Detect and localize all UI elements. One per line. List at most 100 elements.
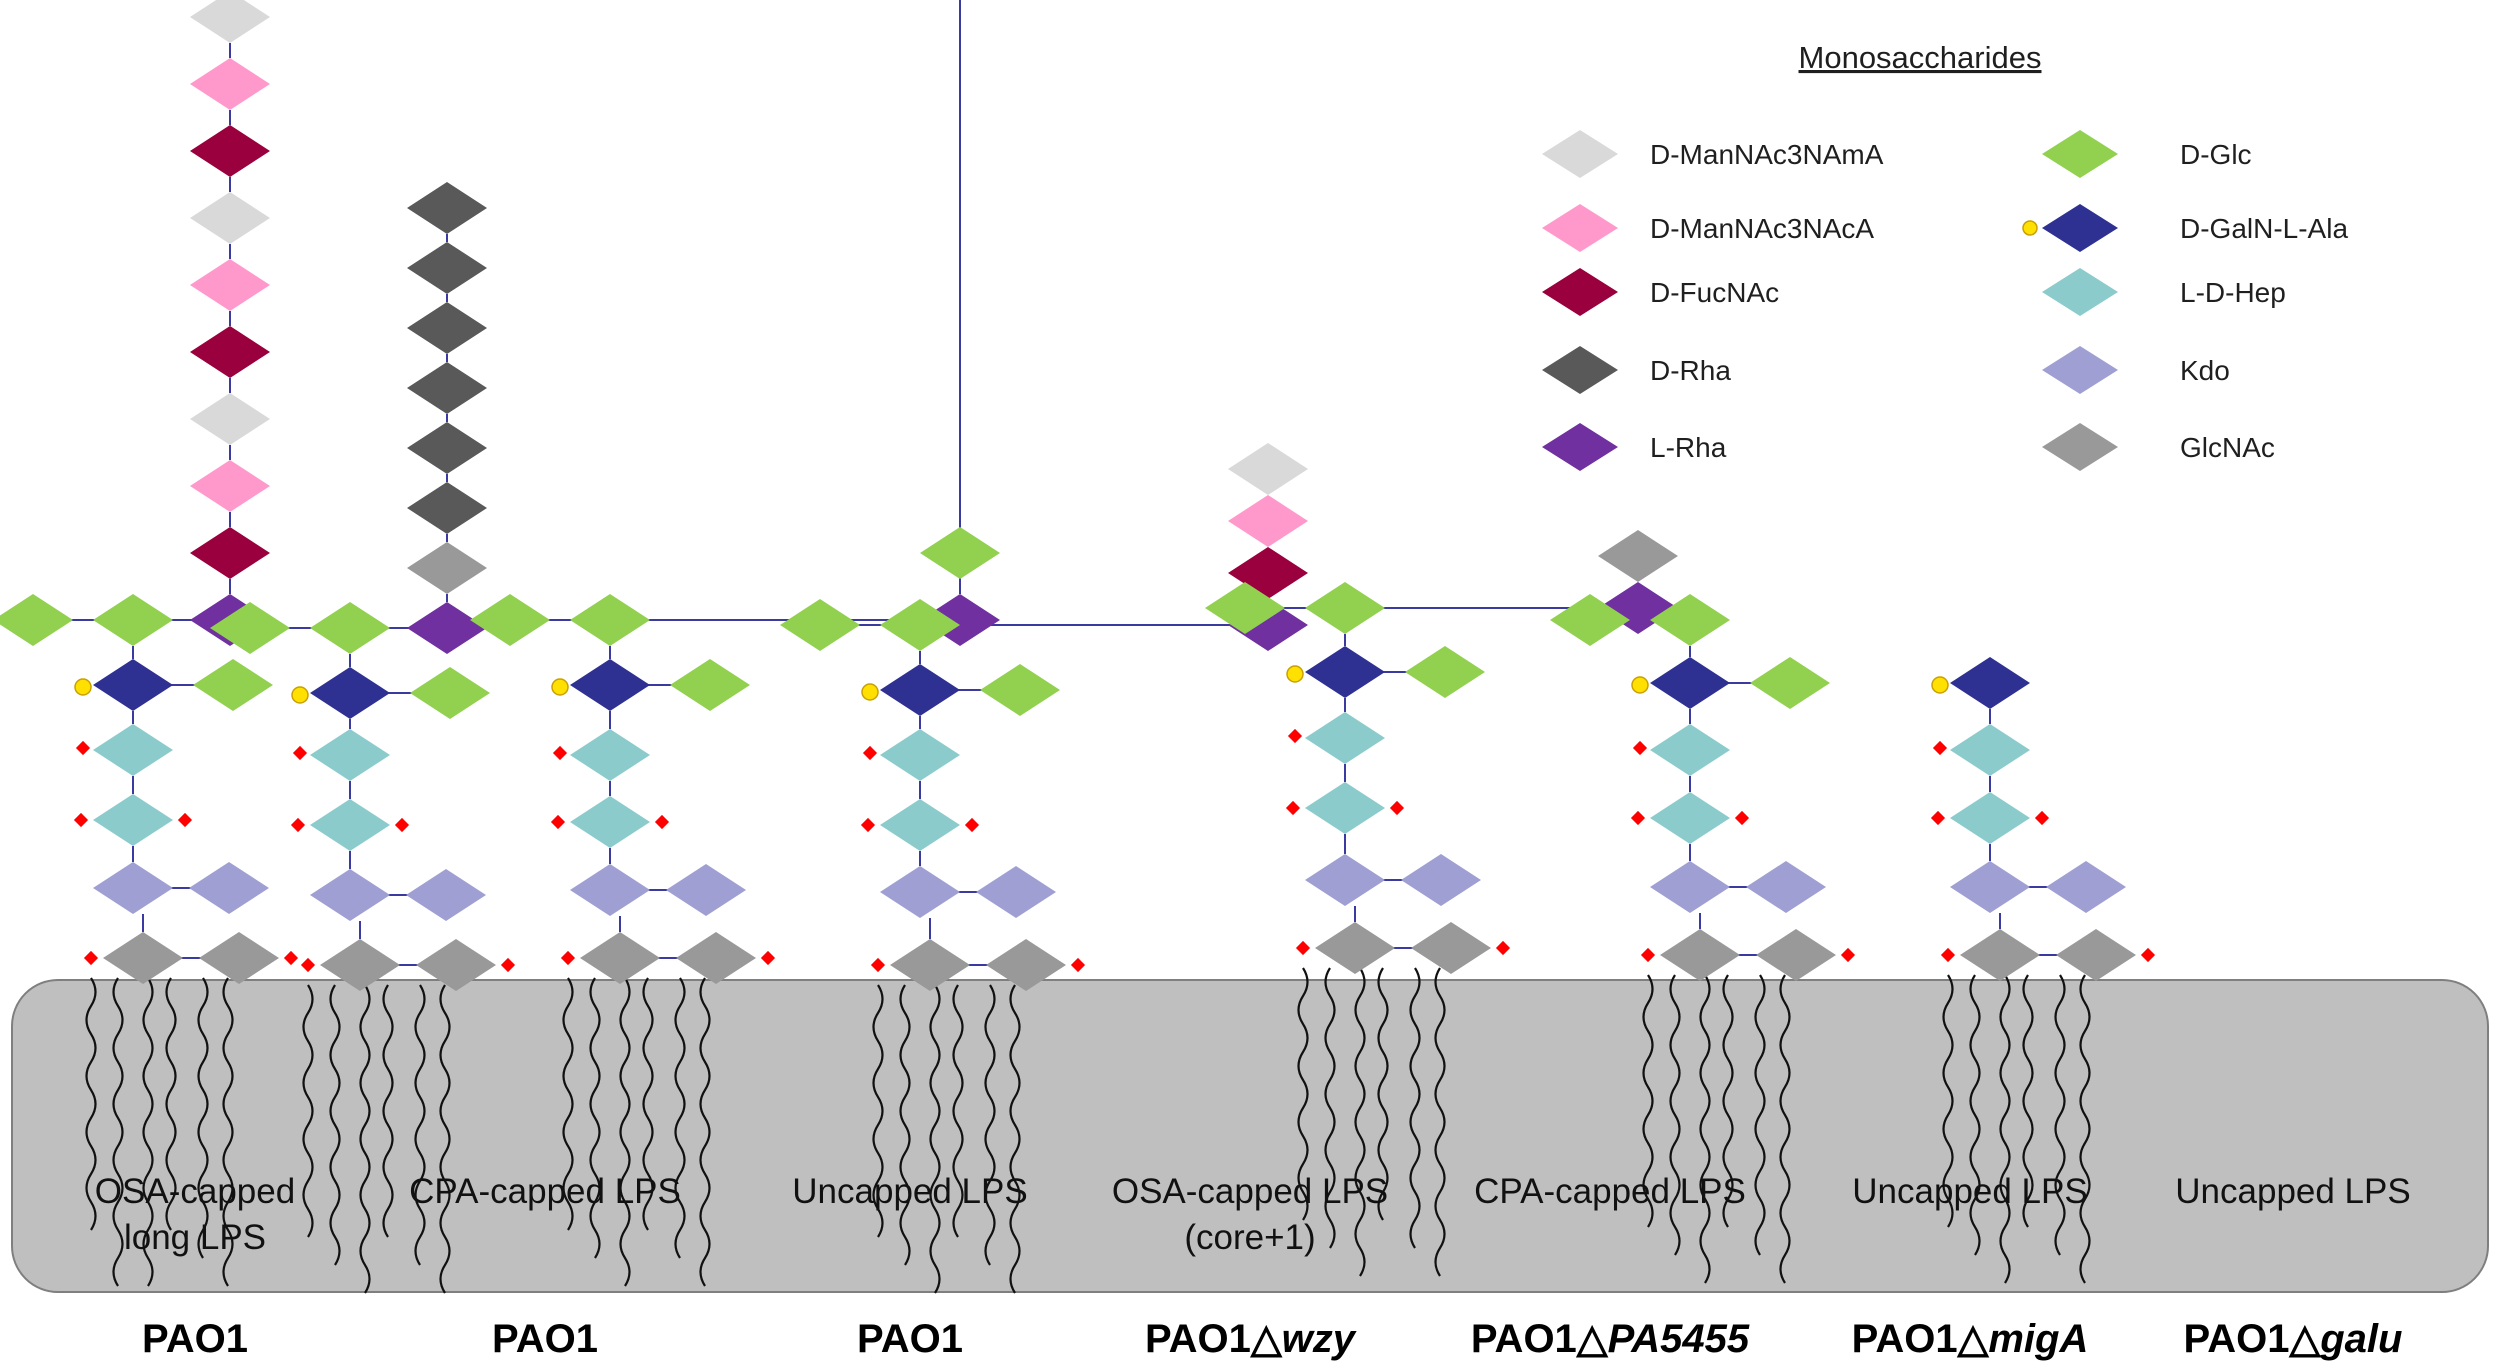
fuc-residue	[190, 125, 270, 177]
legend-title: Monosaccharides	[1799, 40, 2042, 75]
legend-item-drha: D-Rha	[1542, 346, 1731, 394]
glc-residue	[780, 599, 860, 651]
galn-ala-residue	[1305, 646, 1385, 698]
acyl-chain	[1297, 967, 1309, 1221]
acyl-chain	[674, 977, 686, 1259]
phosphate-marker	[1495, 940, 1511, 956]
legend-item-glc: D-Glc	[2042, 130, 2252, 178]
kdo-residue	[1950, 861, 2030, 913]
legend-label: D-ManNAc3NAcA	[1650, 213, 1874, 244]
galn-ala-residue	[880, 664, 960, 716]
hep-residue	[1650, 724, 1730, 776]
acyl-chain	[1699, 974, 1711, 1284]
glcnac-residue	[2056, 929, 2136, 981]
drha-residue	[407, 422, 487, 474]
acyl-chain	[589, 977, 601, 1259]
acyl-chain	[1354, 967, 1366, 1277]
kdo-residue	[1650, 861, 1730, 913]
glc-residue	[210, 602, 290, 654]
legend-label: L-Rha	[1650, 432, 1727, 463]
hep-residue	[93, 724, 173, 776]
strain-label: PAO1△PA5455	[1471, 1317, 1750, 1361]
glc-residue	[670, 659, 750, 711]
glcnac-residue	[986, 939, 1066, 991]
legend-swatch	[2042, 423, 2118, 471]
acyl-chain	[2054, 974, 2066, 1256]
legend-item-fuc: D-FucNAc	[1542, 268, 1779, 316]
drha-residue	[407, 182, 487, 234]
glc-residue	[470, 594, 550, 646]
acyl-chain	[1969, 974, 1981, 1256]
manc-residue	[190, 460, 270, 512]
glc-residue	[1750, 657, 1830, 709]
structure-label: (core+1)	[1184, 1218, 1315, 1257]
acyl-chain	[165, 977, 177, 1231]
sugar-residues	[0, 0, 2136, 991]
l-alanine-marker	[291, 686, 309, 704]
phosphate-marker	[1932, 740, 1948, 756]
hep-residue	[1305, 782, 1385, 834]
legend-label: D-GalN-L-Ala	[2180, 213, 2348, 244]
glcnac-residue	[1960, 929, 2040, 981]
phosphate-marker	[283, 950, 299, 966]
acyl-chain	[1377, 967, 1389, 1221]
phosphate-marker	[2034, 810, 2050, 826]
glc-residue	[310, 602, 390, 654]
hep-residue	[310, 799, 390, 851]
strain-label: PAO1	[857, 1317, 963, 1361]
l-alanine-marker	[1931, 676, 1949, 694]
outer-membrane	[11, 979, 2489, 1293]
acyl-chain	[619, 977, 631, 1287]
strain-label: PAO1	[142, 1317, 248, 1361]
legend-swatch	[1542, 423, 1618, 471]
galn-ala-residue	[570, 659, 650, 711]
acyl-chain	[1642, 974, 1654, 1228]
glc-residue	[980, 664, 1060, 716]
phosphate-marker	[550, 814, 566, 830]
acyl-chain	[197, 977, 209, 1259]
phosphate-marker	[394, 817, 410, 833]
glc-residue	[193, 659, 273, 711]
phosphate-marker	[2140, 947, 2156, 963]
glc-residue	[1305, 582, 1385, 634]
kdo-residue	[570, 864, 650, 916]
glcnac-residue	[1315, 922, 1395, 974]
galn-ala-residue	[310, 667, 390, 719]
structure-label: Uncapped LPS	[1852, 1172, 2087, 1211]
kdo-residue	[2046, 861, 2126, 913]
kdo-residue	[880, 866, 960, 918]
acyl-chain	[1009, 984, 1021, 1294]
drha-residue	[407, 242, 487, 294]
phosphate-marker	[290, 817, 306, 833]
phosphate-marker	[1630, 810, 1646, 826]
hep-residue	[570, 729, 650, 781]
structure-label: OSA-capped	[95, 1172, 295, 1211]
acyl-chain	[85, 977, 97, 1231]
kdo-residue	[666, 864, 746, 916]
phosphate-marker	[552, 745, 568, 761]
kdo-residue	[406, 869, 486, 921]
legend-label: D-Rha	[1650, 355, 1731, 386]
phosphate-marker	[1285, 800, 1301, 816]
modifications	[73, 665, 2156, 973]
structure-label: Uncapped LPS	[792, 1172, 1027, 1211]
strain-label: PAO1△wzy	[1145, 1317, 1357, 1361]
hep-residue	[1650, 792, 1730, 844]
l-alanine-marker	[1631, 676, 1649, 694]
kdo-residue	[189, 862, 269, 914]
phosphate-marker	[83, 950, 99, 966]
legend-label: GlcNAc	[2180, 432, 2275, 463]
acyl-chain	[439, 984, 451, 1294]
phosphate-marker	[654, 814, 670, 830]
l-rha-residue	[407, 602, 487, 654]
glcnac-residue	[320, 939, 400, 991]
phosphate-marker	[177, 812, 193, 828]
strain-label: PAO1△migA	[1852, 1317, 2089, 1361]
phosphate-marker	[860, 817, 876, 833]
glc-residue	[570, 594, 650, 646]
glc-residue	[410, 667, 490, 719]
glcnac-residue	[103, 932, 183, 984]
legend-ala-marker	[2022, 220, 2038, 236]
legend-label: Kdo	[2180, 355, 2230, 386]
